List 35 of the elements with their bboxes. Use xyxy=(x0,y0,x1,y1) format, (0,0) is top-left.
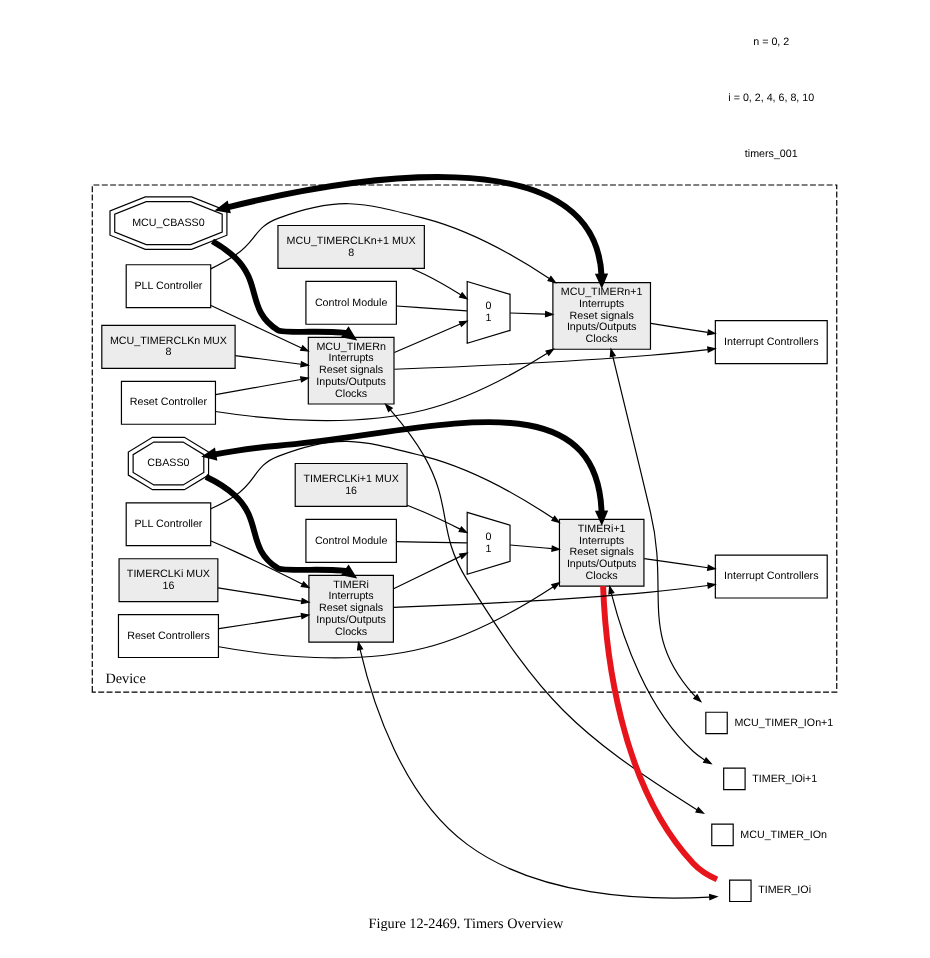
arrow xyxy=(200,419,608,526)
connector xyxy=(394,541,467,544)
arrow xyxy=(213,174,608,289)
node-box xyxy=(728,879,751,903)
arrow xyxy=(392,346,716,370)
arrow xyxy=(642,558,716,571)
arrow xyxy=(209,238,357,341)
arrow xyxy=(383,403,705,815)
node-box xyxy=(704,711,727,735)
arrow xyxy=(217,612,310,630)
arrow xyxy=(410,267,468,300)
arrow xyxy=(216,587,310,605)
arrow xyxy=(209,440,560,524)
arrow xyxy=(209,305,309,352)
arrow xyxy=(392,552,468,590)
arrow xyxy=(217,581,560,659)
arrow xyxy=(213,348,554,422)
node-box xyxy=(710,823,733,847)
arrow xyxy=(508,544,561,552)
arrow xyxy=(203,474,357,579)
arrow xyxy=(649,322,716,336)
arrow xyxy=(209,203,556,284)
arrow xyxy=(392,320,468,354)
arrow xyxy=(233,354,309,368)
arrow xyxy=(607,584,712,765)
arrow xyxy=(209,540,310,589)
connector xyxy=(394,305,467,312)
arrow xyxy=(355,640,718,901)
arrow xyxy=(508,310,554,318)
arrow xyxy=(214,376,309,396)
arrow xyxy=(405,504,468,534)
node-box xyxy=(722,767,745,791)
arrow xyxy=(391,582,716,608)
arrow xyxy=(608,347,702,703)
connector xyxy=(599,586,718,883)
